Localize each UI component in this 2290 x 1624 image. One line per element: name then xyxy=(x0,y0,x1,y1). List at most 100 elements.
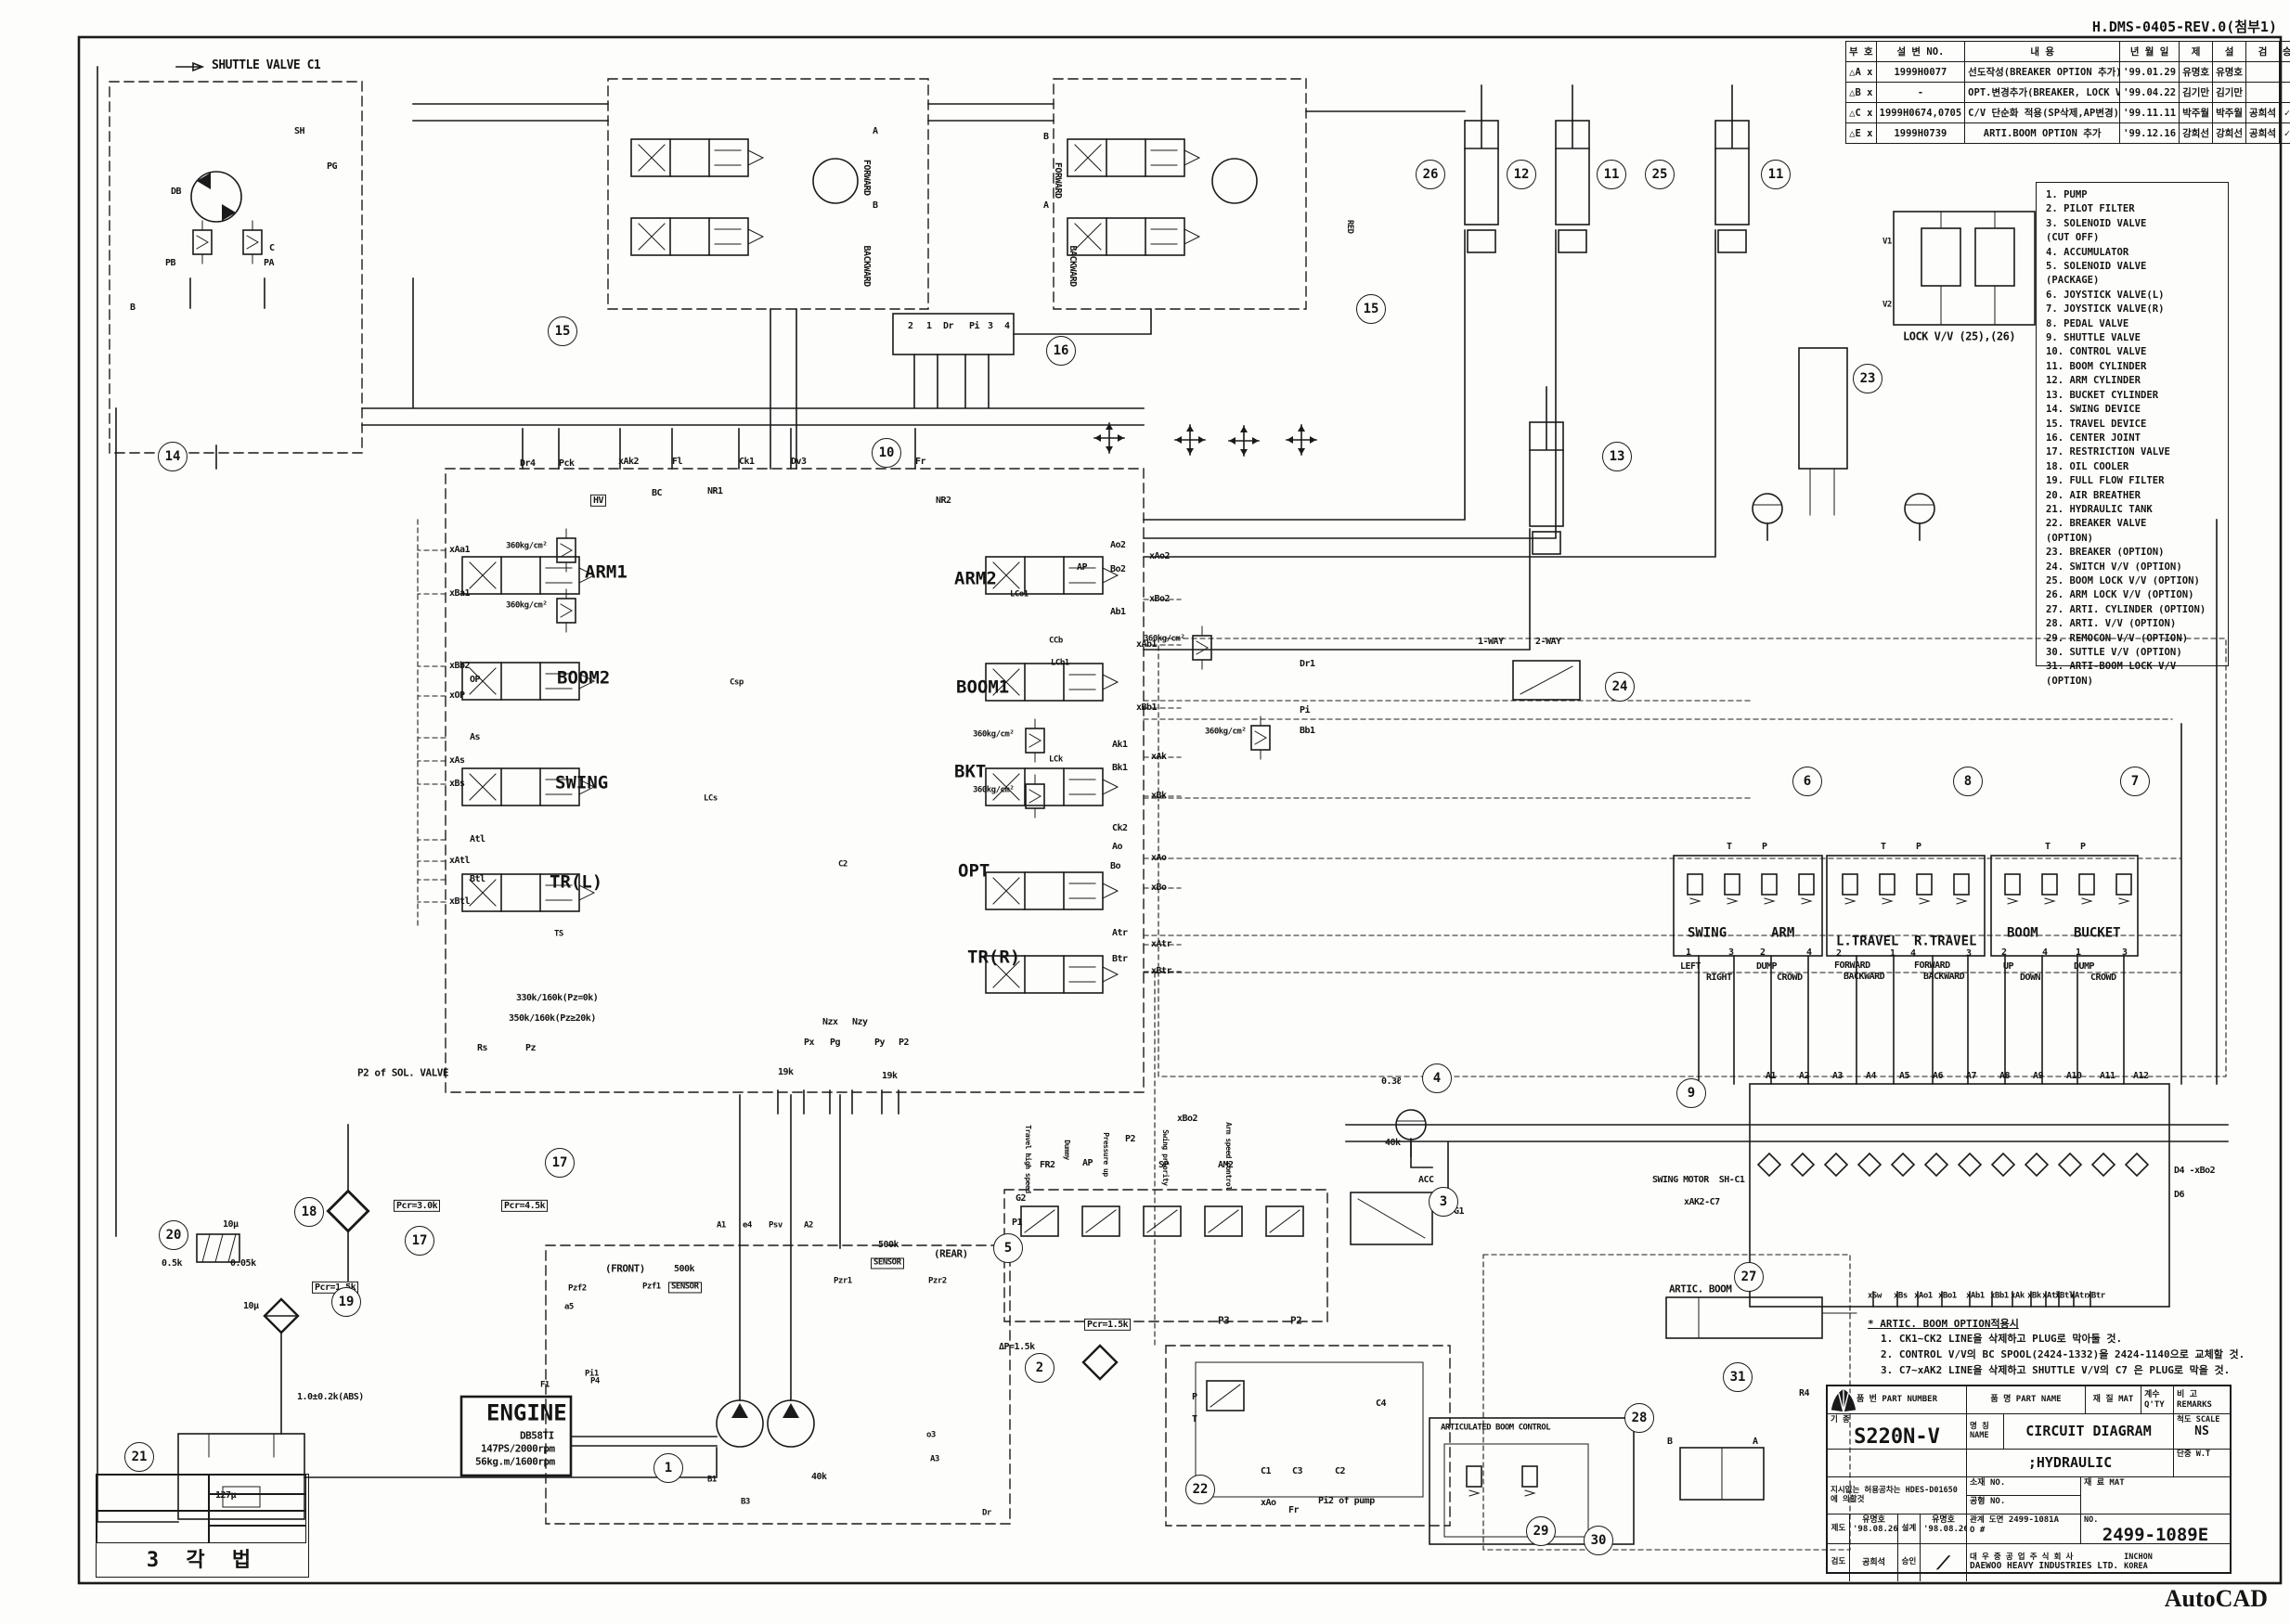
balloon-13: 13 xyxy=(1602,442,1632,471)
diagram-label: A10 xyxy=(2066,1070,2082,1081)
diagram-label: Pi xyxy=(969,320,980,331)
drafter-name: 유명호 xyxy=(1862,1515,1885,1525)
diagram-label: 2 xyxy=(1836,947,1842,959)
parts-list-item: 1. PUMP xyxy=(2046,189,2088,200)
designer-name: 유명호 xyxy=(1932,1515,1955,1525)
diagram-label: AP xyxy=(1082,1157,1093,1168)
balloon-30: 30 xyxy=(1584,1526,1613,1555)
diagram-label: CROWD xyxy=(2090,972,2116,983)
revision-cell: △E x xyxy=(1845,122,1877,144)
diagram-label: 0.3ℓ xyxy=(1381,1076,1401,1087)
diagram-label: 19k xyxy=(778,1066,794,1077)
diagram-label: A5 xyxy=(1899,1070,1910,1081)
diagram-label: Ao xyxy=(1112,841,1123,852)
diagram-label: 2 xyxy=(2001,947,2007,958)
diagram-label: xBo1 xyxy=(1938,1291,1957,1301)
diagram-label: Bo xyxy=(1110,860,1121,871)
diagram-label: A xyxy=(873,125,878,136)
revision-cell: 유명호 xyxy=(2179,61,2214,83)
diagram-label: P xyxy=(1192,1391,1197,1402)
diagram-label: Ab1 xyxy=(1110,606,1126,617)
projection-method-label: 3 각 법 xyxy=(146,1549,259,1572)
balloon-18: 18 xyxy=(294,1197,324,1227)
revision-cell: 공희석 xyxy=(2245,122,2281,144)
diagram-label: o3 xyxy=(926,1430,936,1440)
diagram-label: OPT xyxy=(958,860,990,882)
diagram-label: Btl xyxy=(470,873,485,884)
parts-list-item: 5. SOLENOID VALVE (PACKAGE) xyxy=(2046,261,2147,287)
diagram-label: ARM1 xyxy=(585,561,627,583)
diagram-label: C4 xyxy=(1376,1398,1387,1409)
diagram-label: P2 xyxy=(1290,1314,1302,1327)
diagram-label: 350k/160k(Pz≥20k) xyxy=(509,1012,596,1024)
revision-cell: 김기만 xyxy=(2212,82,2247,103)
company-location: INCHON KOREA xyxy=(2124,1553,2153,1571)
diagram-label: P xyxy=(1762,841,1767,852)
diagram-label: Pcr=4.5k xyxy=(501,1199,549,1212)
diagram-label: ΔP=1.5k xyxy=(999,1341,1035,1352)
diagram-label: 19k xyxy=(882,1070,898,1081)
diagram-label: SENSOR xyxy=(668,1282,702,1294)
diagram-label: Psv xyxy=(769,1220,783,1231)
diagram-label: xBk xyxy=(1151,790,1167,801)
diagram-label: R.TRAVEL xyxy=(1914,934,1977,949)
diagram-label: C1 xyxy=(1261,1465,1272,1476)
diagram-label: BUCKET xyxy=(2074,925,2121,941)
diagram-label: 500k xyxy=(878,1239,899,1250)
diagram-label: Pzf2 xyxy=(568,1283,587,1294)
diagram-label: T xyxy=(1192,1413,1197,1424)
revision-cell: ARTI.BOOM OPTION 추가 xyxy=(1964,122,2121,144)
diagram-label: TS xyxy=(554,929,563,939)
diagram-label: AM2 xyxy=(1218,1159,1234,1170)
balloon-29: 29 xyxy=(1526,1516,1556,1546)
diagram-label: A2 xyxy=(804,1220,813,1231)
balloon-6: 6 xyxy=(1792,767,1822,796)
artic-boom-option-note: * ARTIC. BOOM OPTION적용시 1. CK1~CK2 LINE을… xyxy=(1868,1316,2267,1378)
balloon-15: 15 xyxy=(1356,294,1386,324)
diagram-label: xBs xyxy=(449,778,465,789)
diagram-label: xBtl xyxy=(449,896,471,907)
diagram-label: Pcr=1.5k xyxy=(1084,1318,1132,1331)
diagram-label: 360kg/cm² xyxy=(973,729,1015,740)
material-label: 재 료 MAT xyxy=(2084,1478,2125,1488)
balloon-11: 11 xyxy=(1597,160,1626,189)
diagram-label: DOWN xyxy=(2020,972,2041,983)
related-dwg-no: 2499-1081A xyxy=(2008,1515,2060,1525)
remarks-label: 비 고 REMARKS xyxy=(2177,1390,2212,1410)
parts-list-item: 28. ARTI. V/V (OPTION) xyxy=(2046,618,2177,630)
diagram-label: DB58TI xyxy=(520,1429,554,1442)
diagram-label: B xyxy=(130,302,136,313)
revision-cell: ✓ xyxy=(2279,122,2290,144)
diagram-label: xBa1 xyxy=(449,587,471,599)
diagram-label: (FRONT) xyxy=(605,1262,645,1275)
revision-cell: 승 xyxy=(2279,41,2290,62)
parts-list-item: 31. ARTI-BOOM LOCK V/V (OPTION) xyxy=(2046,661,2177,687)
draft-date: '98.08.26 xyxy=(1853,1525,1898,1535)
parts-list-item: 20. AIR BREATHER xyxy=(2046,489,2141,501)
note-line: 2. CONTROL V/V의 BC SPOOL(2424-1332)을 242… xyxy=(1881,1348,2245,1361)
scale-value: NS xyxy=(2194,1424,2209,1438)
diagram-label: LCb1 xyxy=(1051,658,1069,668)
weight-label: 단중 W.T xyxy=(2177,1450,2211,1459)
diagram-label: xAtr xyxy=(2070,1291,2089,1301)
parts-list-item: 30. SUTTLE V/V (OPTION) xyxy=(2046,647,2182,658)
diagram-label: V1 xyxy=(1882,237,1892,247)
diagram-label: A7 xyxy=(1966,1070,1977,1081)
diagram-label: BOOM2 xyxy=(557,667,611,689)
diagram-label: P xyxy=(2080,841,2086,852)
balloon-31: 31 xyxy=(1723,1362,1753,1392)
diagram-label: FORWARD xyxy=(861,159,872,196)
design-date: '98.08.26 xyxy=(1923,1525,1967,1535)
diagram-label: L.TRAVEL xyxy=(1836,934,1899,949)
diagram-label: 4 xyxy=(1004,320,1010,331)
diagram-label: LCk xyxy=(1049,754,1063,765)
revision-cell: 선도작성(BREAKER OPTION 추가) xyxy=(1964,61,2121,83)
diagram-label: P3 xyxy=(1218,1314,1230,1327)
mold-no-label: 공형 NO. xyxy=(1970,1496,2006,1506)
diagram-label: CROWD xyxy=(1777,972,1803,983)
diagram-label: ENGINE xyxy=(486,1399,567,1426)
diagram-label: A11 xyxy=(2100,1070,2115,1081)
name-label: 명 칭 NAME xyxy=(1967,1414,2004,1449)
revision-cell: 1999H0674,0705 xyxy=(1875,102,1966,123)
diagram-label: A6 xyxy=(1933,1070,1944,1081)
